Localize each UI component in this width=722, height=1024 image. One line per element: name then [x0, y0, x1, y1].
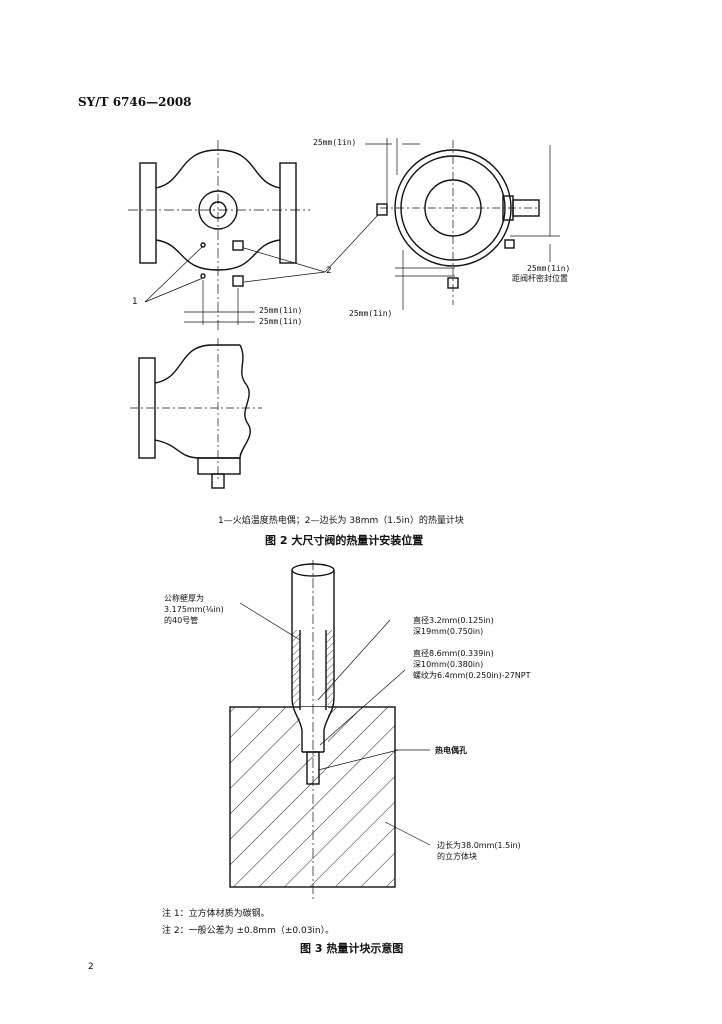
callout-1: 1 [132, 297, 138, 307]
thermocouple-hole-label: 热电偶孔 [435, 746, 467, 755]
dim-label-top: 25mm(1in) [313, 138, 357, 147]
dim-label-right-side: 25mm(1in) [527, 264, 571, 273]
hole-label-small: 直径3.2mm(0.125in) 深19mm(0.750in) [413, 616, 494, 636]
dim-note-stem-seal: 距阀杆密封位置 [512, 274, 568, 283]
cube-label: 边长为38.0mm(1.5in) 的立方体块 [437, 841, 521, 861]
valve-front-view [139, 149, 297, 287]
pipe-label: 公称壁厚为 3.175mm(⅛in) 的40号管 [164, 594, 224, 625]
figure3-note-2: 注 2：一般公差为 ±0.8mm（±0.03in）。 [162, 926, 335, 936]
valve-bottom-view [138, 344, 251, 489]
callout-2: 2 [326, 266, 332, 276]
valve-side-view [376, 149, 540, 289]
document-header: SY/T 6746—2008 [78, 95, 192, 109]
pipe-wall-hatching [292, 630, 334, 705]
cube-block [229, 706, 396, 888]
figure3-caption: 图 3 热量计块示意图 [300, 942, 404, 955]
figure2-legend: 1—火焰温度热电偶；2—边长为 38mm（1.5in）的热量计块 [218, 516, 464, 526]
dim-label-left-a: 25mm(1in) [259, 306, 303, 315]
hole-label-large: 直径8.6mm(0.339in) 深10mm(0.380in) 螺纹为6.4mm… [413, 649, 531, 680]
figure2-caption: 图 2 大尺寸阀的热量计安装位置 [265, 534, 424, 547]
dim-label-left-b: 25mm(1in) [259, 317, 303, 326]
page-number: 2 [88, 962, 94, 972]
figure3-note-1: 注 1：立方体材质为碳钢。 [162, 909, 270, 919]
dim-label-right-bottom: 25mm(1in) [349, 309, 393, 318]
